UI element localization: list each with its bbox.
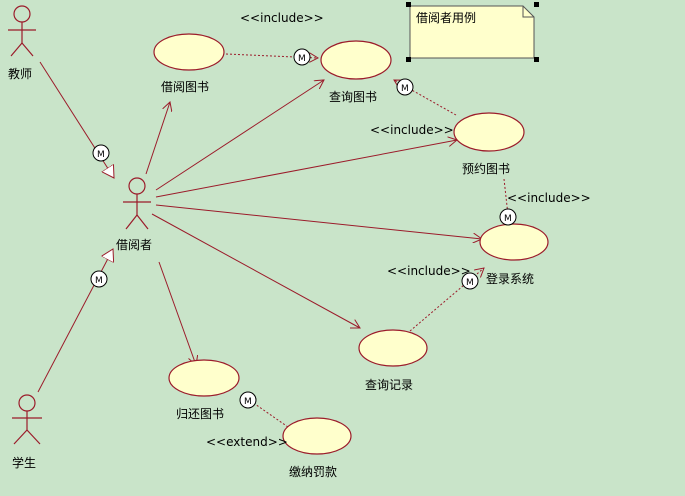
usecase-query-record[interactable]: 查询记录 xyxy=(358,329,428,392)
assoc-query-book xyxy=(155,80,324,191)
assoc-login-system xyxy=(155,204,482,239)
usecase-pay-fine-label: 缴纳罚款 xyxy=(289,464,337,479)
selection-handle[interactable] xyxy=(534,2,539,7)
actor-student-label: 学生 xyxy=(12,455,36,470)
svg-text:M: M xyxy=(97,150,105,160)
actor-teacher-label: 教师 xyxy=(8,66,32,81)
svg-text:M: M xyxy=(244,397,252,407)
m-marker-icon: M xyxy=(461,272,479,290)
m-marker-icon: M xyxy=(293,48,311,66)
actor-head-icon xyxy=(18,394,36,412)
stereotype-include-login-record: <<include>> xyxy=(387,264,471,278)
usecase-login-system-label: 登录系统 xyxy=(486,271,534,286)
actor-teacher[interactable]: 教师 xyxy=(8,5,36,81)
m-marker-icon: M xyxy=(90,270,108,288)
usecase-borrow-book-label: 借阅图书 xyxy=(161,80,209,94)
actor-head-icon xyxy=(128,177,146,195)
svg-text:M: M xyxy=(401,84,409,94)
usecase-query-book[interactable]: 查询图书 xyxy=(320,40,392,104)
svg-text:M: M xyxy=(504,214,512,224)
note-text: 借阅者用例 xyxy=(416,11,476,25)
selection-handle[interactable] xyxy=(534,57,539,62)
svg-text:M: M xyxy=(466,278,474,288)
generalization-student xyxy=(37,249,113,393)
usecase-query-book-label: 查询图书 xyxy=(329,90,377,104)
m-marker-icon: M xyxy=(396,78,414,96)
actor-borrower-label: 借阅者 xyxy=(116,238,152,252)
dep-fine-extend-return xyxy=(241,394,289,428)
assoc-query-record xyxy=(151,213,360,328)
usecase-return-book[interactable]: 归还图书 xyxy=(168,359,240,421)
assoc-borrow-book xyxy=(145,102,170,175)
usecase-login-system[interactable]: 登录系统 xyxy=(479,223,549,286)
svg-text:M: M xyxy=(95,276,103,286)
assoc-reserve-book xyxy=(155,140,457,198)
actor-borrower[interactable]: 借阅者 xyxy=(116,177,152,252)
actor-student[interactable]: 学生 xyxy=(12,394,42,470)
m-marker-icon: M xyxy=(239,391,257,409)
diagram-note[interactable]: 借阅者用例 xyxy=(406,2,539,62)
selection-handle[interactable] xyxy=(406,57,411,62)
stereotype-include-login: <<include>> xyxy=(507,191,591,205)
stereotype-include-reserve: <<include>> xyxy=(370,123,454,137)
stereotype-include-query: <<include>> xyxy=(240,11,324,25)
m-marker-icon: M xyxy=(92,144,110,162)
actor-head-icon xyxy=(13,5,31,23)
usecase-reserve-book-label: 预约图书 xyxy=(462,161,510,176)
assoc-return-book xyxy=(158,261,196,365)
usecase-return-book-label: 归还图书 xyxy=(176,407,224,421)
usecase-pay-fine[interactable]: 缴纳罚款 xyxy=(282,417,352,479)
usecase-query-record-label: 查询记录 xyxy=(365,378,413,392)
usecase-borrow-book[interactable]: 借阅图书 xyxy=(153,33,225,94)
svg-text:M: M xyxy=(298,54,306,64)
selection-handle[interactable] xyxy=(406,2,411,7)
m-marker-icon: M xyxy=(499,208,517,226)
usecase-reserve-book[interactable]: 预约图书 xyxy=(453,112,525,176)
stereotype-extend-fine: <<extend>> xyxy=(206,435,288,449)
